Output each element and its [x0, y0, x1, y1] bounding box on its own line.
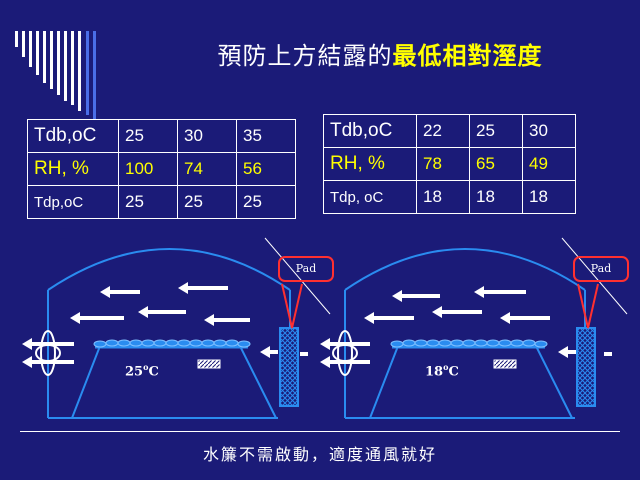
table-cell: 30 [522, 114, 576, 148]
row-label-tdp: Tdp,oC [27, 185, 119, 219]
table-row: RH, % 78 65 49 [323, 147, 576, 181]
right-temperature-label: 18oC [425, 362, 459, 379]
row-label-tdb: Tdb,oC [323, 114, 417, 148]
temp-unit: C [148, 364, 159, 380]
table-cell: 30 [177, 119, 237, 153]
left-temperature-label: 25oC [125, 362, 159, 379]
roof-arch [344, 248, 586, 291]
row-label-tdb: Tdb,oC [27, 119, 119, 153]
heater-unit [493, 359, 517, 369]
table-cell: 65 [469, 147, 523, 181]
table-row: Tdb,oC 25 30 35 [27, 119, 296, 153]
left-greenhouse [22, 237, 331, 419]
table-cell: 100 [118, 152, 178, 186]
table-cell: 25 [118, 185, 178, 219]
table-cell: 18 [522, 180, 576, 214]
table-row: Tdp,oC 25 25 25 [27, 185, 296, 219]
plants [93, 339, 251, 348]
exhaust-fan [337, 330, 353, 376]
table-cell: 22 [416, 114, 470, 148]
roof-arch [47, 248, 291, 291]
table-cell: 74 [177, 152, 237, 186]
table-cell: 18 [416, 180, 470, 214]
slide-title: 預防上方結露的最低相對溼度 [0, 36, 640, 71]
table-cell: 78 [416, 147, 470, 181]
divider [20, 431, 620, 432]
airflow-arrows [320, 286, 612, 368]
table-cell: 49 [522, 147, 576, 181]
table-cell: 18 [469, 180, 523, 214]
table-cell: 25 [177, 185, 237, 219]
row-label-rh: RH, % [323, 147, 417, 181]
pad-pointer-line [264, 237, 331, 315]
pad-pointer [281, 283, 303, 329]
title-main: 預防上方結露的 [217, 42, 393, 70]
bench-outline [71, 345, 277, 419]
plants [390, 339, 548, 348]
table-cell: 25 [118, 119, 178, 153]
pad-pointer-line [561, 237, 628, 315]
row-label-rh: RH, % [27, 152, 119, 186]
left-condition-table: Tdb,oC 25 30 35 RH, % 100 74 56 Tdp,oC 2… [27, 119, 296, 219]
table-row: Tdb,oC 22 25 30 [323, 114, 576, 148]
caption: 水簾不需啟動，適度通風就好 [202, 445, 437, 464]
right-greenhouse [320, 237, 628, 419]
exhaust-fan [40, 330, 56, 376]
greenhouse-diagram: 25oC 18oC Pad Pad [0, 228, 640, 428]
temp-value: 25 [125, 364, 144, 380]
table-row: RH, % 100 74 56 [27, 152, 296, 186]
bench-outline [369, 345, 573, 419]
right-pad-label: Pad [573, 256, 629, 282]
degree-mark: o [443, 362, 449, 372]
table-row: Tdp, oC 18 18 18 [323, 180, 576, 214]
title-highlight: 最低相對溼度 [392, 41, 543, 70]
table-cell: 25 [236, 185, 296, 219]
pad-pointer [577, 283, 599, 329]
table-cell: 25 [469, 114, 523, 148]
pad-wall [576, 327, 596, 407]
temp-unit: C [448, 364, 459, 380]
pad-wall [279, 327, 299, 407]
greenhouse-drawing [22, 237, 628, 419]
decorative-stripes [15, 31, 110, 121]
heater-unit [197, 359, 221, 369]
temp-value: 18 [425, 364, 444, 380]
table-cell: 35 [236, 119, 296, 153]
right-condition-table: Tdb,oC 22 25 30 RH, % 78 65 49 Tdp, oC 1… [323, 114, 576, 214]
table-cell: 56 [236, 152, 296, 186]
degree-mark: o [143, 362, 149, 372]
airflow-arrows [22, 282, 308, 368]
left-pad-label: Pad [278, 256, 334, 282]
row-label-tdp: Tdp, oC [323, 180, 417, 214]
